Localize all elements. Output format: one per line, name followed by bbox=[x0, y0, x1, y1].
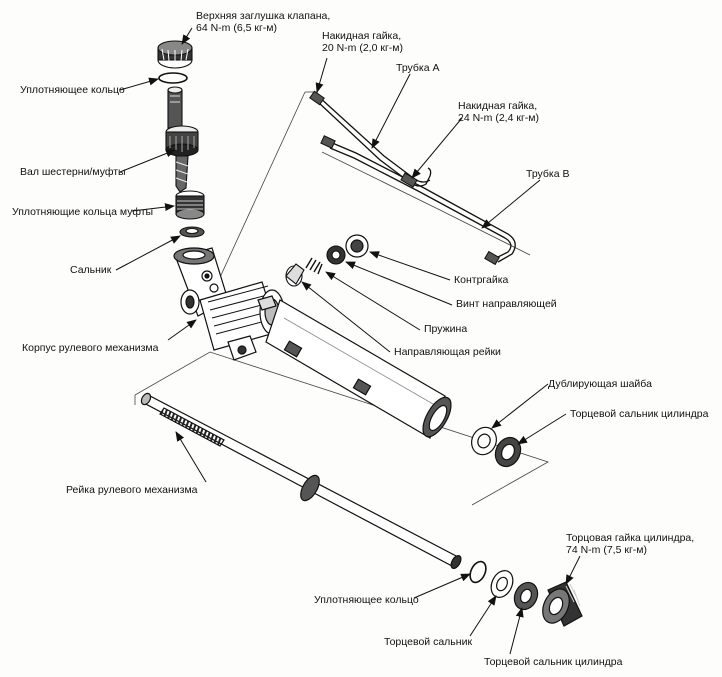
tube-b bbox=[329, 141, 516, 263]
flare-nuts bbox=[309, 90, 500, 266]
leader-o-ring-bottom bbox=[413, 573, 471, 599]
label-o-ring-top: Уплотняющее кольцо bbox=[20, 84, 125, 96]
label-rack-guide: Направляющая рейки bbox=[394, 346, 501, 358]
label-oil-seal: Сальник bbox=[70, 264, 112, 276]
valve-seal-rings bbox=[175, 190, 205, 220]
label-flare-nut-b: Накидная гайка, 24 N-m (2,4 кг-м) bbox=[458, 100, 539, 124]
leader-pinion bbox=[119, 149, 176, 173]
label-cylinder-end-seal-upper: Торцевой сальник цилиндра bbox=[570, 408, 709, 420]
valve-cap bbox=[157, 40, 193, 69]
label-flare-nut-a-title: Накидная гайка, bbox=[322, 30, 402, 42]
end-seal bbox=[490, 570, 514, 598]
leader-flare-b bbox=[411, 117, 463, 179]
leader-housing bbox=[167, 319, 197, 341]
leader-spring bbox=[325, 271, 421, 331]
spring bbox=[305, 257, 323, 275]
label-tube-b: Трубка B bbox=[526, 168, 570, 180]
label-flare-nut-b-title: Накидная гайка, bbox=[458, 100, 538, 112]
locknut bbox=[345, 234, 369, 258]
leader-o-ring-top bbox=[119, 77, 159, 91]
label-housing: Корпус рулевого механизма bbox=[22, 342, 159, 354]
label-steering-rack: Рейка рулевого механизма bbox=[66, 484, 198, 496]
leader-locknut bbox=[369, 251, 451, 281]
label-top-valve-cap-torque: 64 N-m (6,5 кг-м) bbox=[196, 22, 277, 34]
steering-rack bbox=[140, 392, 462, 569]
label-cylinder-end-nut-torque: 74 N-m (7,5 кг-м) bbox=[566, 544, 647, 556]
leader-valve-seals bbox=[131, 203, 175, 212]
leader-rack bbox=[175, 431, 207, 483]
label-top-valve-cap-title: Верхняя заглушка клапана, bbox=[196, 10, 331, 22]
label-locknut: Контргайка bbox=[454, 274, 509, 286]
leader-oil-seal bbox=[115, 235, 181, 271]
label-cylinder-end-nut-title: Торцовая гайка цилиндра, bbox=[566, 532, 695, 544]
label-spring: Пружина bbox=[424, 323, 468, 335]
label-guide-screw: Винт направляющей bbox=[456, 298, 557, 310]
o-ring-top bbox=[158, 72, 188, 84]
leader-cyl-seal-upper bbox=[517, 413, 567, 445]
label-tube-a: Трубка A bbox=[396, 62, 440, 74]
label-cylinder-end-nut: Торцовая гайка цилиндра, 74 N-m (7,5 кг-… bbox=[566, 532, 694, 556]
leader-end-seal bbox=[469, 595, 497, 637]
label-valve-seals: Уплотняющие кольца муфты bbox=[12, 206, 154, 218]
leader-rack-guide bbox=[301, 281, 391, 353]
label-pinion-shaft: Вал шестерни/муфты bbox=[20, 166, 126, 178]
leader-tube-b bbox=[481, 179, 541, 229]
leader-top-cap bbox=[181, 27, 193, 45]
label-flare-nut-a: Накидная гайка, 20 N-m (2,0 кг-м) bbox=[322, 30, 403, 54]
o-ring-bottom bbox=[469, 560, 487, 584]
cylinder-end-seal-lower bbox=[513, 581, 539, 611]
leader-flare-a bbox=[315, 57, 328, 93]
leader-backup-washer bbox=[491, 383, 549, 429]
label-o-ring-bottom: Уплотняющее кольцо bbox=[314, 594, 419, 606]
leader-lines bbox=[115, 27, 581, 655]
guide-screw bbox=[326, 245, 346, 265]
label-top-valve-cap: Верхняя заглушка клапана, 64 N-m (6,5 кг… bbox=[196, 10, 330, 34]
label-end-seal: Торцевой сальник bbox=[384, 636, 473, 648]
backup-washer bbox=[471, 426, 497, 456]
label-flare-nut-a-torque: 20 N-m (2,0 кг-м) bbox=[322, 42, 403, 54]
pinion-shaft bbox=[165, 86, 199, 193]
leader-guide-screw bbox=[345, 261, 453, 306]
label-backup-washer: Дублирующая шайба bbox=[548, 378, 652, 390]
label-cylinder-end-seal-lower: Торцевой сальник цилиндра bbox=[484, 656, 623, 668]
leader-cyl-seal-lower bbox=[509, 607, 524, 655]
gearbox-housing bbox=[173, 247, 452, 439]
rack-guide bbox=[285, 263, 305, 287]
leader-tube-a bbox=[371, 73, 411, 149]
oil-seal bbox=[179, 226, 205, 238]
label-flare-nut-b-torque: 24 N-m (2,4 кг-м) bbox=[458, 112, 539, 124]
leader-cyl-nut bbox=[565, 555, 581, 585]
cylinder-end-seal-upper bbox=[494, 436, 522, 468]
cylinder-end-nut bbox=[542, 581, 583, 627]
